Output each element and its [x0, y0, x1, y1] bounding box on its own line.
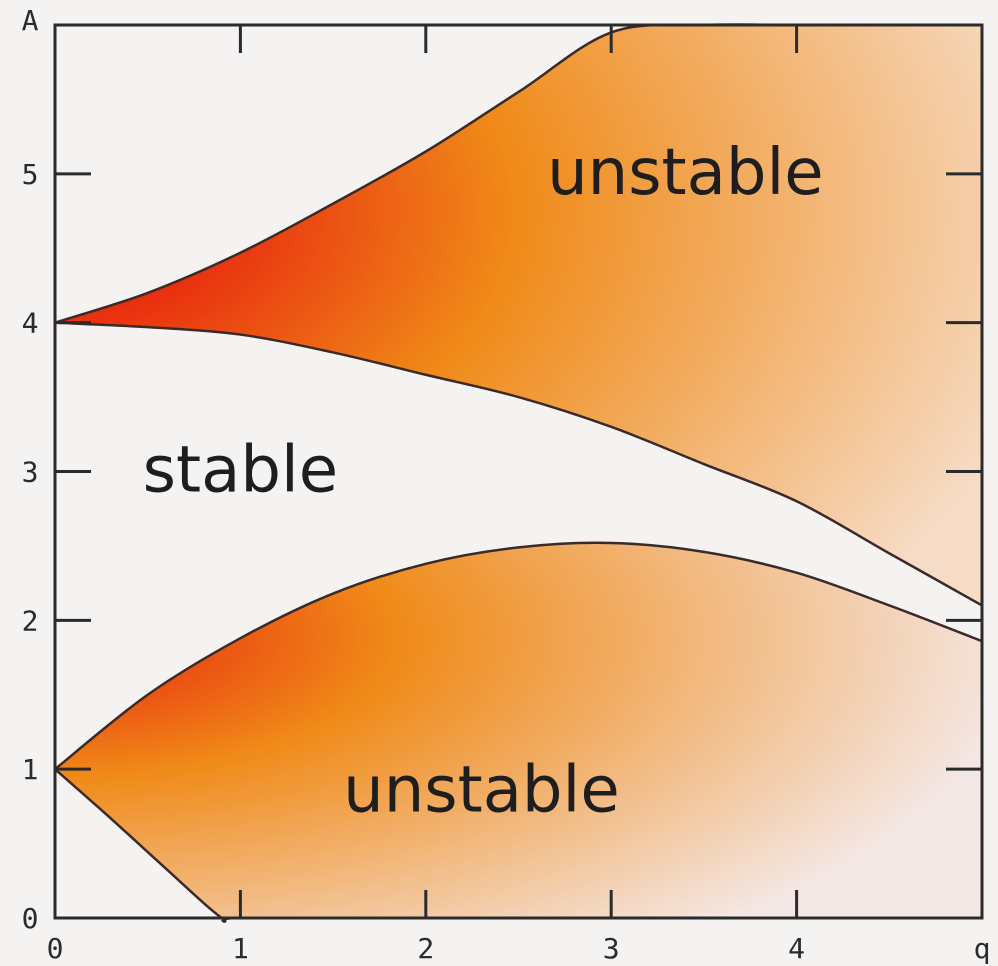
region-annotation: stable	[143, 434, 338, 508]
unstable-region-2	[55, 542, 982, 922]
unstable-region-1	[55, 24, 982, 606]
y-tick-label: 0	[22, 902, 39, 935]
region-annotation: unstable	[343, 753, 620, 827]
x-tick-label: 3	[603, 932, 620, 965]
x-axis-label: q	[974, 932, 991, 965]
regions-group	[55, 24, 982, 922]
x-tick-label: 0	[47, 932, 64, 965]
y-tick-label: 4	[22, 307, 39, 340]
x-tick-label: 4	[788, 932, 805, 965]
x-tick-label: 1	[232, 932, 249, 965]
y-axis-label: A	[22, 4, 39, 37]
region-1-lower-boundary	[54, 321, 983, 607]
annotations-group: unstable stable unstable	[143, 136, 824, 828]
y-tick-label: 3	[22, 456, 39, 489]
region-annotation: unstable	[547, 136, 824, 210]
y-tick-label: 1	[22, 753, 39, 786]
y-tick-label: 2	[22, 604, 39, 637]
region-2-upper-boundary	[54, 541, 983, 771]
x-tick-label: 2	[417, 932, 434, 965]
y-tick-label: 5	[22, 158, 39, 191]
tick-labels-group: 0 1 2 3 4 0 1 2 3 4 5	[22, 158, 805, 965]
ticks-group	[55, 25, 982, 918]
